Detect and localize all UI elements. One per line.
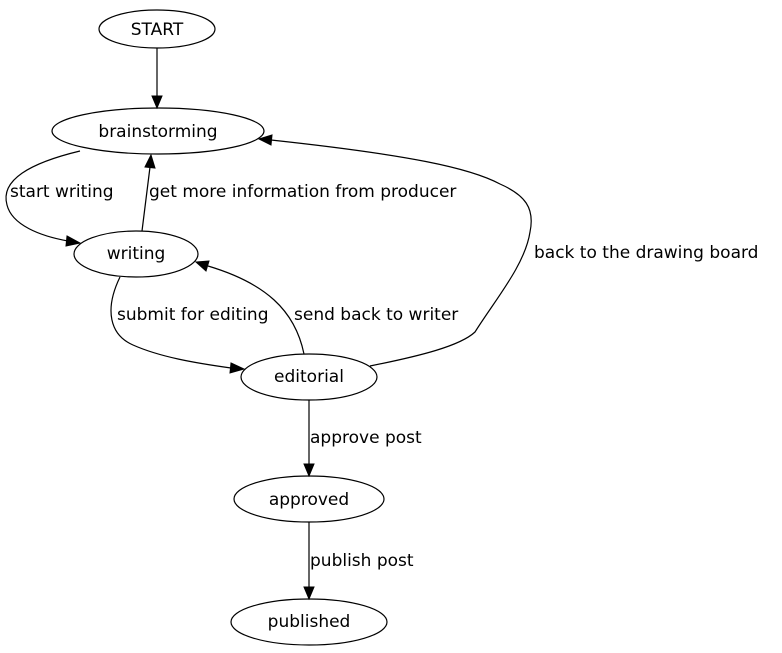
edge-submit-for-editing: submit for editing bbox=[110, 276, 268, 374]
node-start-label: START bbox=[131, 20, 184, 40]
edge-start-writing-label: start writing bbox=[10, 182, 114, 202]
node-writing-shape bbox=[73, 230, 199, 278]
node-brainstorming: brainstorming bbox=[51, 107, 265, 155]
node-published-label: published bbox=[268, 612, 351, 632]
node-brainstorming-label: brainstorming bbox=[98, 122, 217, 142]
edge-approve-post-label: approve post bbox=[310, 428, 422, 448]
edge-get-more-info-label: get more information from producer bbox=[149, 182, 456, 202]
edge-get-more-info: get more information from producer bbox=[141, 153, 456, 232]
edge-start-writing-line bbox=[5, 150, 81, 242]
arrowhead-icon bbox=[65, 235, 82, 247]
node-editorial-label: editorial bbox=[274, 367, 344, 387]
node-start: START bbox=[98, 9, 216, 49]
node-brainstorming-shape bbox=[51, 107, 265, 155]
arrowhead-icon bbox=[303, 463, 315, 478]
edge-send-back-to-writer-line bbox=[207, 265, 305, 355]
arrowhead-icon bbox=[151, 95, 163, 110]
arrowhead-icon bbox=[229, 362, 246, 374]
edge-back-to-drawing-board-line bbox=[270, 139, 532, 367]
node-published: published bbox=[230, 598, 388, 646]
node-approved-label: approved bbox=[269, 490, 349, 510]
edge-back-to-drawing-board: back to the drawing board bbox=[257, 134, 758, 367]
edge-approve-post: approve post bbox=[303, 400, 422, 478]
arrowhead-icon bbox=[257, 134, 273, 146]
node-writing: writing bbox=[73, 230, 199, 278]
edge-get-more-info-line bbox=[141, 166, 151, 232]
edge-submit-for-editing-label: submit for editing bbox=[117, 305, 268, 325]
edge-back-to-drawing-board-label: back to the drawing board bbox=[534, 243, 758, 263]
node-writing-label: writing bbox=[107, 244, 166, 264]
edge-publish-post-label: publish post bbox=[310, 551, 414, 571]
arrowhead-icon bbox=[194, 260, 210, 272]
arrowhead-icon bbox=[303, 586, 315, 601]
edge-submit-for-editing-line bbox=[110, 276, 232, 369]
edge-start-writing: start writing bbox=[5, 150, 114, 247]
edge-send-back-to-writer-label: send back to writer bbox=[294, 305, 458, 325]
node-approved: approved bbox=[233, 475, 385, 523]
edge-start-to-brainstorming bbox=[151, 48, 163, 110]
edge-send-back-to-writer: send back to writer bbox=[194, 260, 458, 355]
edge-publish-post: publish post bbox=[303, 522, 414, 601]
arrowhead-icon bbox=[144, 153, 156, 169]
node-editorial: editorial bbox=[240, 353, 378, 401]
